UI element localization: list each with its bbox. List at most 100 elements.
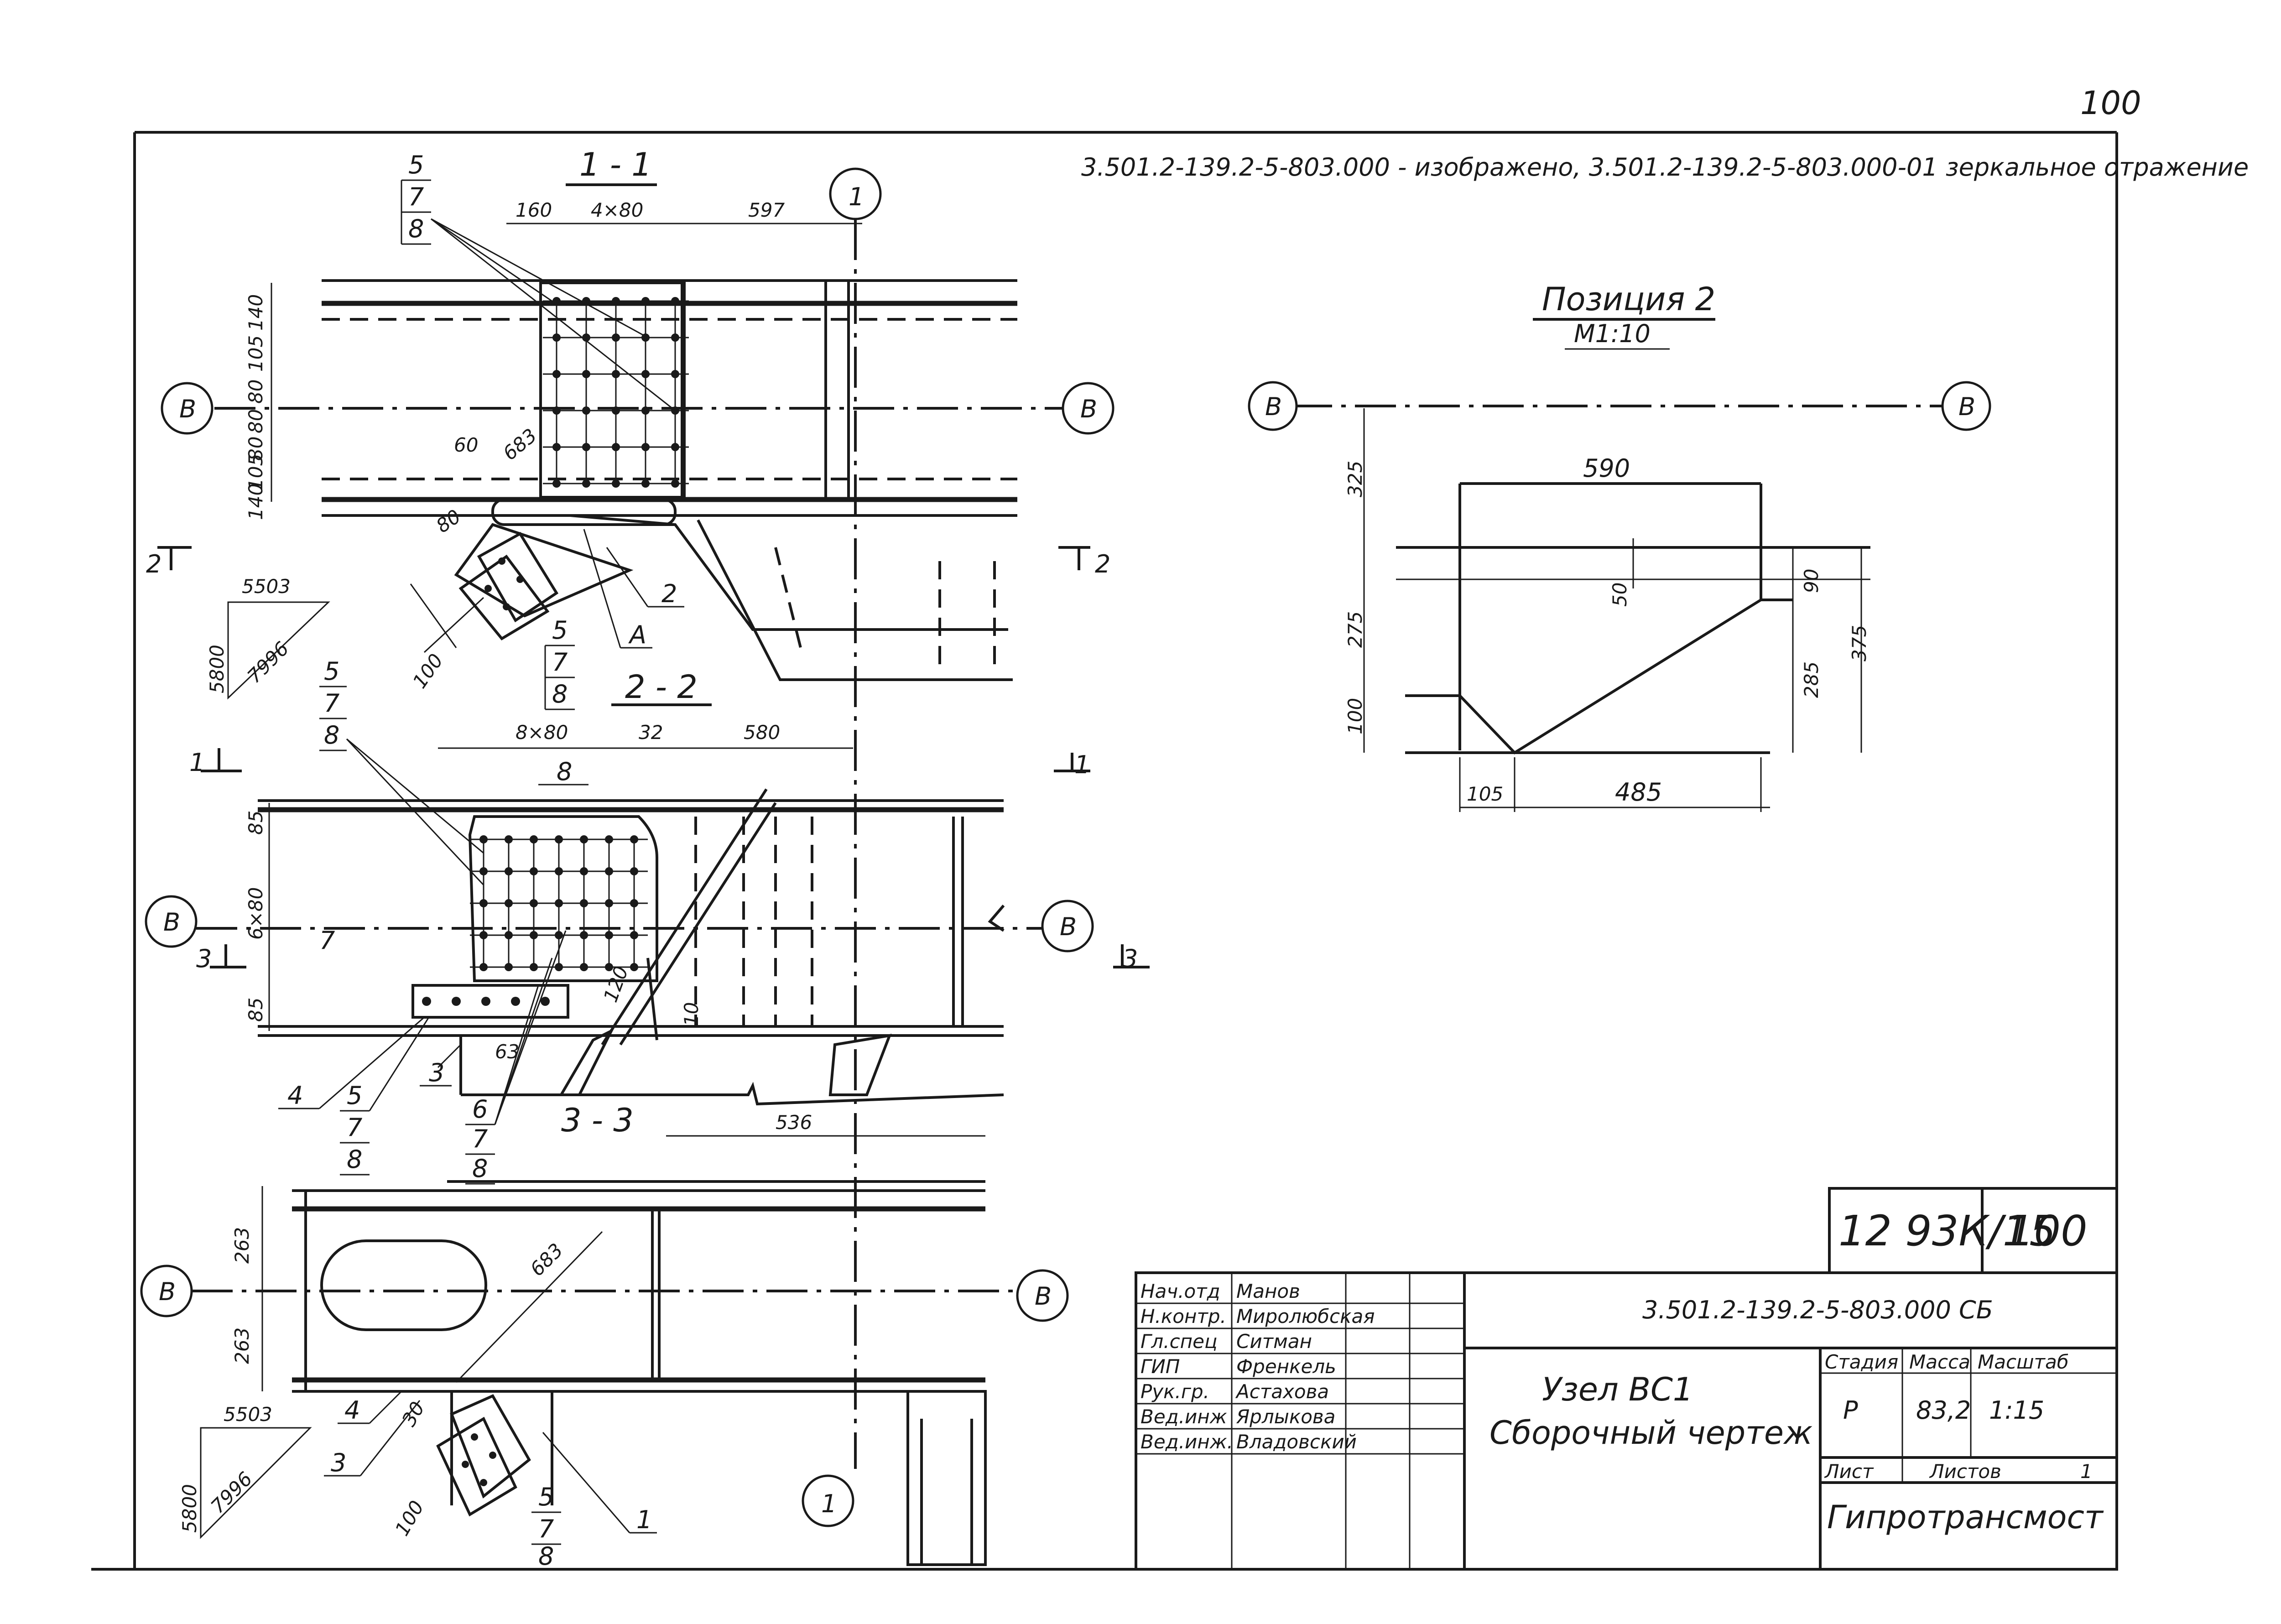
bolt-hole: [671, 370, 679, 378]
svg-text:5503: 5503: [224, 1403, 272, 1426]
svg-text:5: 5: [324, 657, 339, 686]
bolt-hole: [479, 835, 488, 843]
bolt-hole: [641, 443, 650, 451]
stamp-role: Вед.инж.: [1140, 1431, 1233, 1453]
slope-triangle-1: 5503 5800 7996: [206, 575, 330, 700]
svg-text:1:15: 1:15: [1989, 1396, 2044, 1425]
bolt-hole: [605, 835, 613, 843]
svg-text:5503: 5503: [242, 575, 291, 598]
bolt-hole: [580, 867, 588, 875]
organization: Гипротрансмост: [1827, 1499, 2104, 1536]
svg-text:60: 60: [454, 434, 478, 456]
svg-text:1: 1: [1074, 750, 1090, 779]
section-2-2: 2 - 2 5 7 8 8×80 32 580 8: [189, 657, 1150, 1185]
svg-text:485: 485: [1615, 778, 1662, 807]
svg-text:536: 536: [776, 1111, 812, 1134]
svg-text:580: 580: [744, 721, 780, 744]
svg-text:275: 275: [1344, 611, 1366, 648]
axis-b-row-2: В В: [145, 895, 1094, 953]
bolt-hole: [671, 443, 679, 451]
axis-1-vertical: 1 1: [802, 167, 882, 1527]
stamp-role: ГИП: [1140, 1355, 1180, 1378]
svg-text:375: 375: [1848, 625, 1870, 661]
section-2-2-title: 2 - 2: [625, 668, 698, 706]
svg-text:80: 80: [245, 380, 267, 404]
bolt-hole: [580, 899, 588, 907]
bolt-hole: [671, 479, 679, 488]
title-line-2: Сборочный чертеж: [1489, 1414, 1812, 1452]
title-line-1: Узел ВС1: [1542, 1371, 1693, 1408]
svg-text:В: В: [1060, 912, 1077, 941]
svg-text:1: 1: [636, 1505, 652, 1534]
svg-text:120: 120: [599, 963, 632, 1005]
bolt-hole: [479, 963, 488, 971]
svg-text:8: 8: [557, 757, 572, 786]
svg-text:А: А: [628, 620, 646, 649]
bolt-hole: [552, 443, 561, 451]
svg-text:В: В: [163, 908, 180, 937]
bolt-hole: [582, 333, 590, 342]
bolt-grid-1: [543, 297, 689, 488]
svg-text:Листов: Листов: [1929, 1460, 2001, 1483]
section-3-3: 3 - 3 536 263 263 683 30 100 4 3 1: [178, 1102, 987, 1571]
svg-text:7996: 7996: [206, 1468, 256, 1518]
svg-text:7: 7: [538, 1515, 554, 1543]
svg-text:5: 5: [347, 1081, 362, 1110]
bolt-hole: [612, 479, 620, 488]
bolt-hole: [530, 963, 538, 971]
bolt-hole: [552, 370, 561, 378]
svg-text:683: 683: [499, 424, 541, 465]
svg-text:В: В: [1265, 392, 1282, 421]
bolt-hole: [612, 333, 620, 342]
stamp-name: Астахова: [1235, 1380, 1329, 1403]
svg-text:1: 1: [849, 182, 864, 211]
svg-text:7: 7: [408, 182, 424, 211]
axis-b-row-3: В В: [140, 1265, 1069, 1322]
svg-text:5: 5: [538, 1483, 554, 1511]
axis-b-row-1: В В: [161, 382, 1114, 435]
svg-text:83,2: 83,2: [1916, 1396, 1971, 1425]
svg-text:В: В: [1958, 392, 1975, 421]
svg-text:Р: Р: [1843, 1396, 1858, 1425]
position-2-detail: Позиция 2 М1:10 В В 590 325 275 100 50 9…: [1248, 281, 1991, 812]
stamp-name: Манов: [1236, 1280, 1300, 1302]
stamp-role: Гл.спец: [1140, 1330, 1218, 1353]
bolt-hole: [630, 931, 638, 939]
bolt-hole: [505, 835, 513, 843]
callout-stack-1: 5 7 8: [401, 151, 676, 411]
svg-text:50: 50: [1609, 583, 1631, 607]
svg-text:90: 90: [1800, 569, 1823, 593]
svg-text:5800: 5800: [178, 1484, 201, 1533]
svg-text:590: 590: [1583, 454, 1630, 483]
svg-text:4×80: 4×80: [591, 199, 643, 221]
bolt-hole: [641, 479, 650, 488]
page-number: 100: [2080, 84, 2141, 122]
bolt-hole: [612, 443, 620, 451]
svg-text:7: 7: [347, 1113, 362, 1142]
svg-text:140: 140: [245, 484, 267, 520]
bolt-hole: [605, 867, 613, 875]
svg-text:85: 85: [245, 998, 267, 1022]
bolt-hole: [582, 479, 590, 488]
stamp-name: Миролюбская: [1236, 1305, 1375, 1327]
bolt-hole: [582, 370, 590, 378]
svg-text:325: 325: [1344, 461, 1366, 497]
sheet-frame: [91, 131, 2118, 1571]
bolt-hole: [505, 867, 513, 875]
bolt-hole: [580, 835, 588, 843]
bolt-hole: [552, 333, 561, 342]
svg-text:8: 8: [408, 214, 424, 243]
bolt-hole: [505, 899, 513, 907]
svg-text:100: 100: [1344, 698, 1366, 734]
stamp-name: Владовский: [1236, 1431, 1357, 1453]
stamp-name: Ярлыкова: [1236, 1405, 1335, 1428]
section-1-1-title: 1 - 1: [579, 146, 652, 183]
bolt-hole: [479, 867, 488, 875]
svg-text:7: 7: [552, 648, 568, 677]
svg-text:В: В: [1035, 1282, 1052, 1311]
header-note: 3.501.2-139.2-5-803.000 - изображено, 3.…: [1081, 153, 2249, 182]
stamp-role: Вед.инж: [1140, 1405, 1227, 1428]
bolt-hole: [630, 899, 638, 907]
